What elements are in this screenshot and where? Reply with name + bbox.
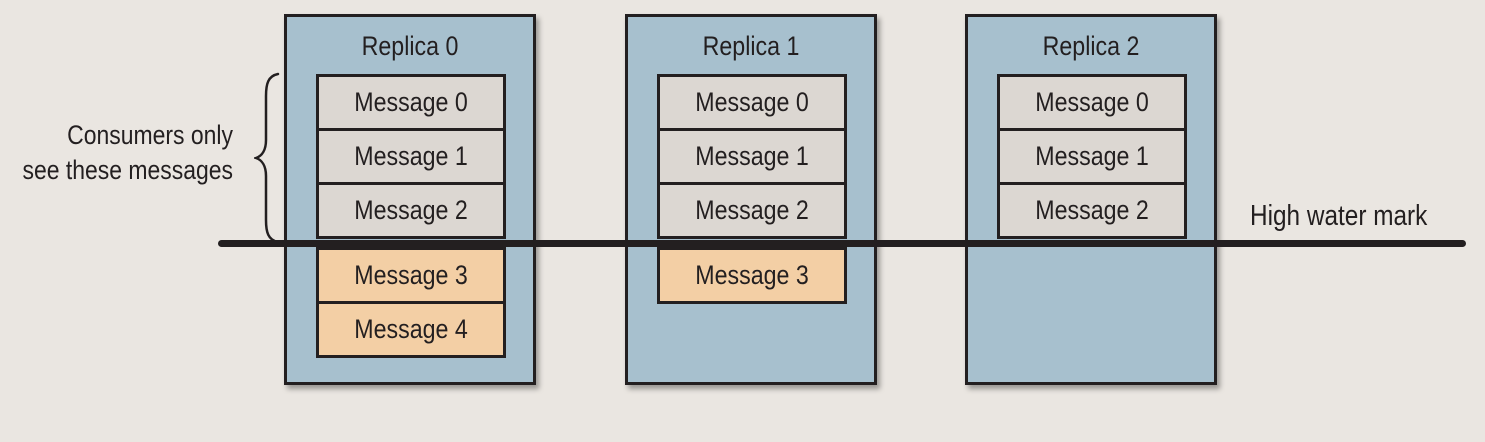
- replica-0-message-1: Message 1: [316, 128, 506, 185]
- replica-0-title: Replica 0: [361, 31, 459, 61]
- replica-1-message-2: Message 2: [657, 182, 847, 239]
- replica-2-box: Replica 2 Message 0 Message 1 Message 2: [965, 14, 1217, 385]
- replica-0-message-4: Message 4: [316, 301, 506, 358]
- replica-0-box: Replica 0 Message 0 Message 1 Message 2 …: [284, 14, 536, 385]
- replica-0-message-3: Message 3: [316, 247, 506, 304]
- consumers-label-line-2: see these messages: [22, 155, 234, 185]
- replica-1-box: Replica 1 Message 0 Message 1 Message 2 …: [625, 14, 877, 385]
- replica-2-message-2: Message 2: [997, 182, 1187, 239]
- high-water-mark-label: High water mark: [1250, 200, 1428, 232]
- replica-2-message-1: Message 1: [997, 128, 1187, 185]
- replica-1-message-1: Message 1: [657, 128, 847, 185]
- high-water-mark-line: [218, 240, 1466, 247]
- consumers-label-line-1: Consumers only: [67, 120, 233, 150]
- replica-2-title: Replica 2: [1042, 31, 1140, 61]
- replica-2-message-0: Message 0: [997, 74, 1187, 131]
- replica-1-title: Replica 1: [702, 31, 800, 61]
- consumers-visibility-label: Consumers only see these messages: [12, 118, 233, 188]
- replica-0-message-2: Message 2: [316, 182, 506, 239]
- replica-1-message-3: Message 3: [657, 247, 847, 304]
- replica-1-message-0: Message 0: [657, 74, 847, 131]
- replica-0-message-0: Message 0: [316, 74, 506, 131]
- curly-brace-icon: [254, 72, 280, 244]
